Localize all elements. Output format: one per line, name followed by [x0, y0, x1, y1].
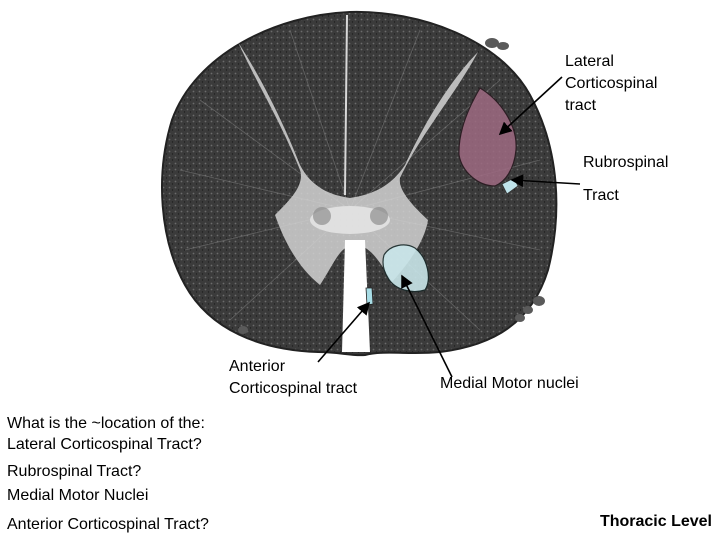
- white-matter: [161, 10, 558, 357]
- label-anterior-corticospinal: Anterior Corticospinal tract: [229, 356, 357, 400]
- question-prompt: What is the ~location of the:: [7, 415, 205, 432]
- question-item: Lateral Corticospinal Tract?: [7, 436, 202, 453]
- label-lateral-corticospinal-line3: tract: [565, 97, 597, 114]
- anterior-corticospinal-tract-region: [365, 287, 374, 306]
- label-lateral-corticospinal-line2: Corticospinal: [565, 75, 658, 92]
- label-anterior-corticospinal-line2: Corticospinal tract: [229, 380, 358, 397]
- label-lateral-corticospinal: Lateral Corticospinal tract: [565, 51, 657, 117]
- rubrospinal-pointer: [510, 174, 581, 188]
- posterior-median-septum: [344, 14, 348, 196]
- gray-matter: [238, 42, 478, 285]
- anterior-corticospinal-pointer: [317, 301, 371, 363]
- question-item: Anterior Corticospinal Tract?: [7, 516, 209, 533]
- label-medial-motor-nuclei: Medial Motor nuclei: [440, 375, 579, 392]
- label-anterior-corticospinal-line1: Anterior: [229, 358, 286, 375]
- lateral-corticospinal-pointer: [498, 76, 563, 136]
- anterior-median-fissure: [342, 240, 370, 352]
- medial-motor-nuclei-region: [382, 244, 429, 293]
- question-item: Medial Motor Nuclei: [7, 487, 149, 504]
- level-label: Thoracic Level: [599, 513, 712, 530]
- label-rubrospinal-line1: Rubrospinal: [583, 154, 669, 171]
- label-lateral-corticospinal-line1: Lateral: [565, 53, 614, 70]
- question-item: Rubrospinal Tract?: [7, 463, 142, 480]
- label-rubrospinal-line2: Tract: [583, 187, 619, 204]
- medial-motor-pointer: [401, 274, 453, 378]
- nerve-rootlets: [238, 38, 545, 334]
